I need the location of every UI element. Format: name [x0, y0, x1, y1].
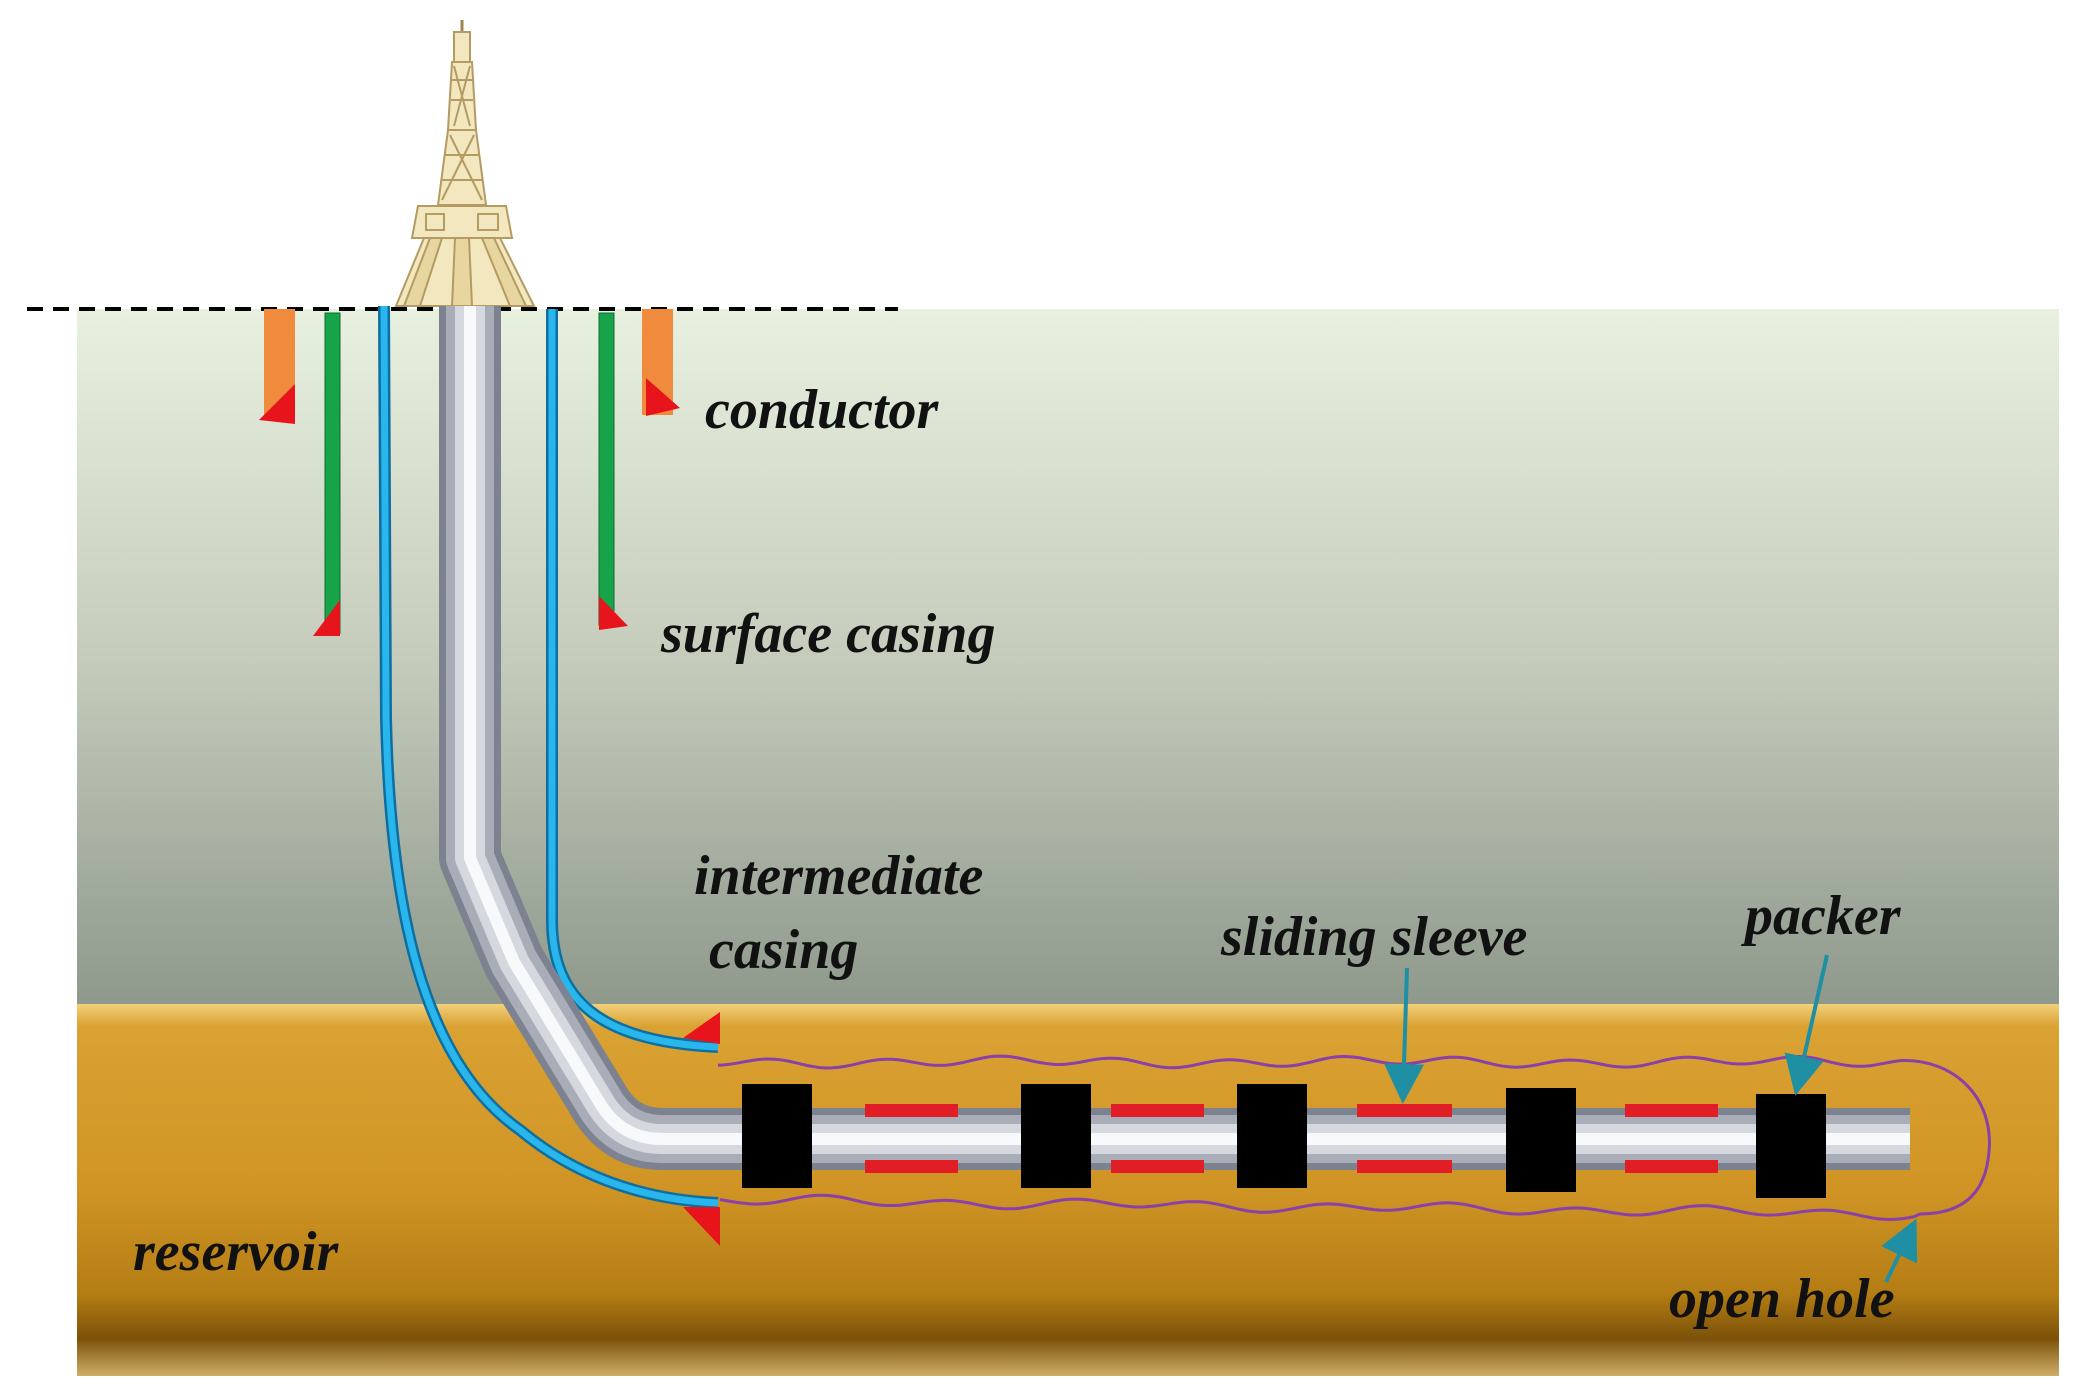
surface-casing-shoe-left	[313, 600, 340, 636]
intermediate-casing-right	[548, 309, 719, 1051]
reservoir-label: reservoir	[133, 1221, 340, 1283]
open-hole-arrow	[1881, 1218, 1918, 1283]
packer-3	[1237, 1084, 1307, 1188]
packer-2	[1021, 1084, 1091, 1188]
conductor-shoe-left	[259, 384, 295, 424]
sliding-sleeve-1-top	[865, 1104, 958, 1117]
overburden-layer	[77, 309, 2059, 1005]
packer-arrow	[1784, 954, 1829, 1096]
intermediate-casing-shoe-top	[683, 1012, 720, 1044]
sliding-sleeve-4-top	[1625, 1104, 1718, 1117]
sliding-sleeve-2-bottom	[1111, 1160, 1204, 1173]
sliding-sleeve-4-bottom	[1625, 1160, 1718, 1173]
sliding-sleeve-3-top	[1357, 1104, 1452, 1117]
open-hole-outline	[717, 1054, 1991, 1222]
packer-5	[1756, 1094, 1826, 1198]
packer-label: packer	[1741, 885, 1902, 947]
sliding-sleeve-2-top	[1111, 1104, 1204, 1117]
surface-casing-label: surface casing	[660, 603, 995, 665]
intermediate-casing-label-line2: casing	[709, 919, 858, 981]
packer-4	[1506, 1088, 1576, 1192]
surface-casing-shoe-right	[599, 596, 628, 630]
open-hole-label: open hole	[1669, 1268, 1895, 1330]
surface-casing-left	[324, 312, 341, 634]
intermediate-casing-shoe-bottom	[683, 1207, 720, 1246]
reservoir-layer	[77, 1004, 2059, 1376]
conductor-shoe-right	[646, 378, 680, 416]
packer-1	[742, 1084, 812, 1188]
drilling-rig-icon	[394, 20, 536, 307]
callout-arrows	[1384, 954, 1918, 1283]
sliding-sleeves	[865, 1104, 1718, 1173]
intermediate-casing-label-line1: intermediate	[694, 845, 983, 907]
intermediate-casing	[378, 305, 720, 1246]
surface-casing-right	[598, 312, 615, 626]
packers	[742, 1084, 1826, 1198]
sliding-sleeve-arrow	[1384, 967, 1424, 1104]
intermediate-casing-left	[380, 305, 719, 1207]
surface-casing	[313, 312, 628, 636]
sliding-sleeve-label: sliding sleeve	[1220, 906, 1527, 968]
conductor-casing	[259, 309, 680, 424]
production-tubing	[439, 306, 1910, 1170]
sliding-sleeve-3-bottom	[1357, 1160, 1452, 1173]
conductor-label: conductor	[705, 379, 940, 441]
sliding-sleeve-1-bottom	[865, 1160, 958, 1173]
